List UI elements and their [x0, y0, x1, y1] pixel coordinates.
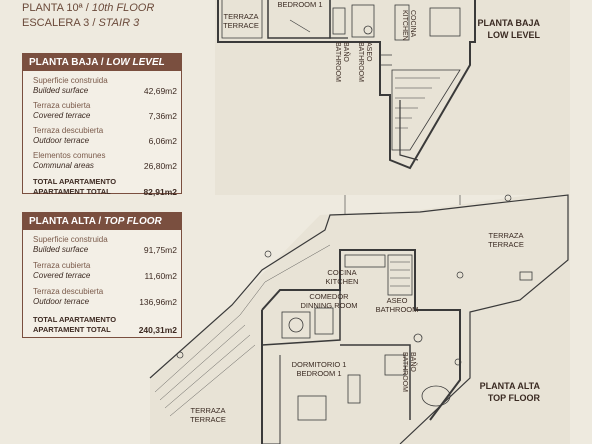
low-level-plan — [215, 0, 570, 195]
low-bedroom-label: BEDROOM 1 — [277, 0, 323, 9]
low-kitchen-label: COCINA KITCHEN — [401, 10, 416, 41]
floor-label: PLANTA 10ª / 10th FLOOR — [22, 2, 154, 14]
low-level-title: PLANTA BAJA / LOW LEVEL — [23, 54, 181, 71]
low-aseo-label: ASEO BATHROOM — [357, 42, 372, 82]
top-floor-title: PLANTA ALTA / TOP FLOOR — [23, 213, 181, 230]
stair-label: ESCALERA 3 / STAIR 3 — [22, 17, 139, 29]
top-bath-label: BAÑO BATHROOM — [401, 352, 416, 392]
low-bath-label: BAÑO BATHROOM — [334, 42, 349, 82]
floor-en: 10th FLOOR — [91, 2, 155, 14]
low-level-surface-panel: PLANTA BAJA / LOW LEVEL Superficie const… — [22, 53, 182, 197]
stair-es: ESCALERA 3 / — [22, 17, 99, 29]
stair-en: STAIR 3 — [98, 17, 140, 29]
top-floor-plan — [149, 194, 570, 444]
floor-es: PLANTA 10ª / — [22, 2, 92, 14]
top-floor-surface-panel: PLANTA ALTA / TOP FLOOR Superficie const… — [22, 212, 182, 338]
